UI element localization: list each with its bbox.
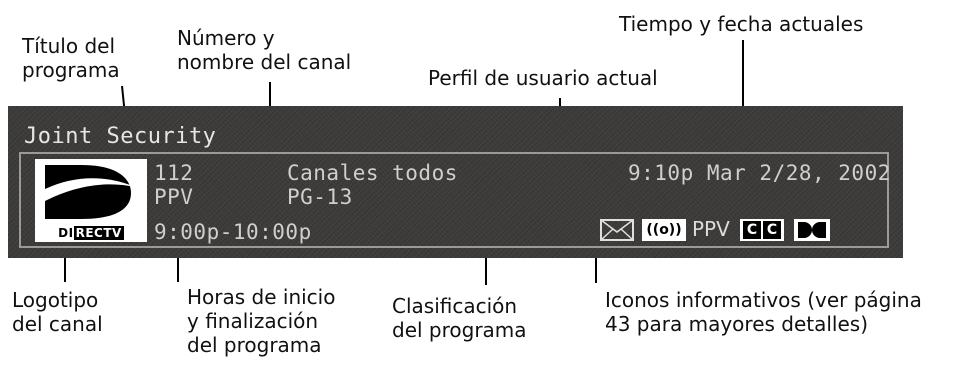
callout-user-profile: Perfil de usuario actual — [428, 66, 658, 90]
osd-channel-name: PPV — [154, 185, 194, 209]
callout-program-rating: Clasificación del programa — [392, 294, 527, 342]
callout-info-icons: Iconos informativos (ver página 43 para … — [605, 288, 922, 336]
callout-start-end-times: Horas de inicio y finalización del progr… — [187, 285, 336, 357]
osd-time-date: 9:10p Mar 2/28, 2002 — [628, 161, 891, 185]
callout-channel-logo: Logotipo del canal — [12, 288, 103, 336]
dolby-icon — [794, 219, 830, 241]
callout-program-title: Título del programa — [22, 34, 120, 82]
osd-start-end-times: 9:00p-10:00p — [154, 220, 312, 244]
ppv-icon: PPV — [692, 217, 730, 241]
banner-frame — [19, 152, 889, 248]
callout-channel-number-name: Número y nombre del canal — [177, 26, 352, 74]
callout-time-date: Tiempo y fecha actuales — [619, 12, 864, 36]
closed-caption-icon: C C — [740, 219, 784, 241]
osd-program-title: Joint Security — [24, 124, 217, 149]
osd-rating: PG-13 — [287, 185, 353, 209]
directv-logo-icon — [45, 165, 135, 219]
osd-user-profile: Canales todos — [287, 161, 458, 185]
osd-channel-number: 112 — [154, 161, 194, 185]
audio-icon: ((o)) — [642, 219, 686, 241]
mail-icon — [600, 219, 634, 241]
